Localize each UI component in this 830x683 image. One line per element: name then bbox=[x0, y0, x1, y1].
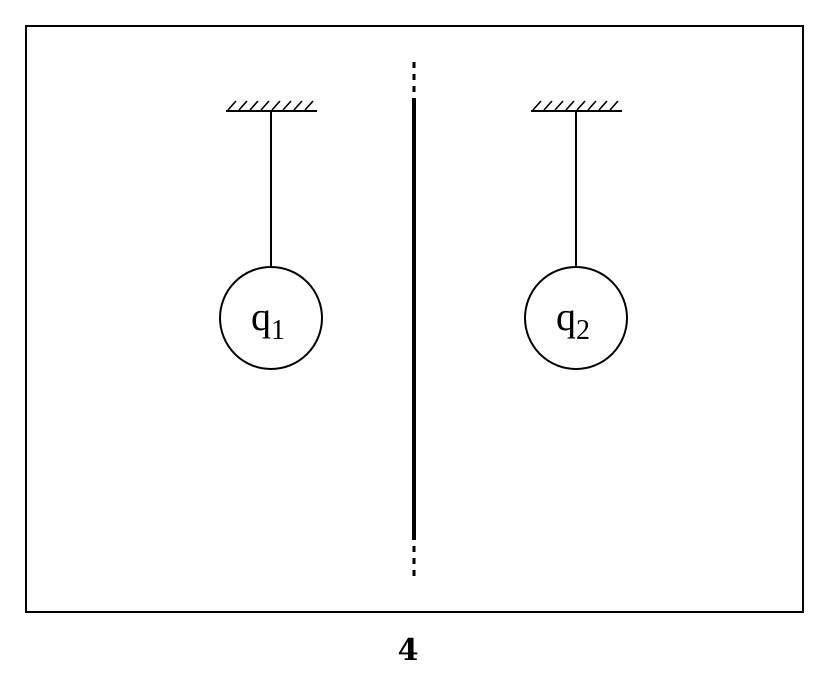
charge-subscript-q2: 2 bbox=[576, 315, 590, 346]
hatch-stroke bbox=[576, 100, 586, 111]
charge-label-q1: q1 bbox=[251, 294, 285, 346]
hatch-stroke bbox=[609, 100, 619, 111]
pendulum-right: q2 bbox=[524, 100, 628, 370]
ceiling-hatching-right bbox=[532, 100, 619, 111]
hatch-stroke bbox=[587, 100, 597, 111]
ceiling-hatching-left bbox=[227, 100, 314, 111]
hatch-stroke bbox=[249, 100, 259, 111]
hatch-stroke bbox=[227, 100, 237, 111]
hatch-stroke bbox=[271, 100, 281, 111]
charged-sphere-q2 bbox=[524, 266, 628, 370]
hatch-stroke bbox=[565, 100, 575, 111]
charge-subscript-q1: 1 bbox=[271, 315, 285, 346]
hatch-stroke bbox=[554, 100, 564, 111]
hatch-stroke bbox=[238, 100, 248, 111]
hatch-stroke bbox=[598, 100, 608, 111]
charged-sphere-q1 bbox=[219, 266, 323, 370]
charge-label-q2: q2 bbox=[556, 294, 590, 346]
pendulum-left: q1 bbox=[219, 100, 323, 370]
ceiling-support-right bbox=[531, 100, 622, 112]
hatch-stroke bbox=[304, 100, 314, 111]
hatch-stroke bbox=[260, 100, 270, 111]
hatch-stroke bbox=[293, 100, 303, 111]
charge-symbol-q2: q bbox=[556, 294, 576, 339]
hatch-stroke bbox=[282, 100, 292, 111]
ceiling-support-left bbox=[226, 100, 317, 112]
figure-frame bbox=[25, 25, 804, 613]
figure-number: 4 bbox=[398, 633, 419, 668]
charge-symbol-q1: q bbox=[251, 294, 271, 339]
hatch-stroke bbox=[543, 100, 553, 111]
hatch-stroke bbox=[532, 100, 542, 111]
